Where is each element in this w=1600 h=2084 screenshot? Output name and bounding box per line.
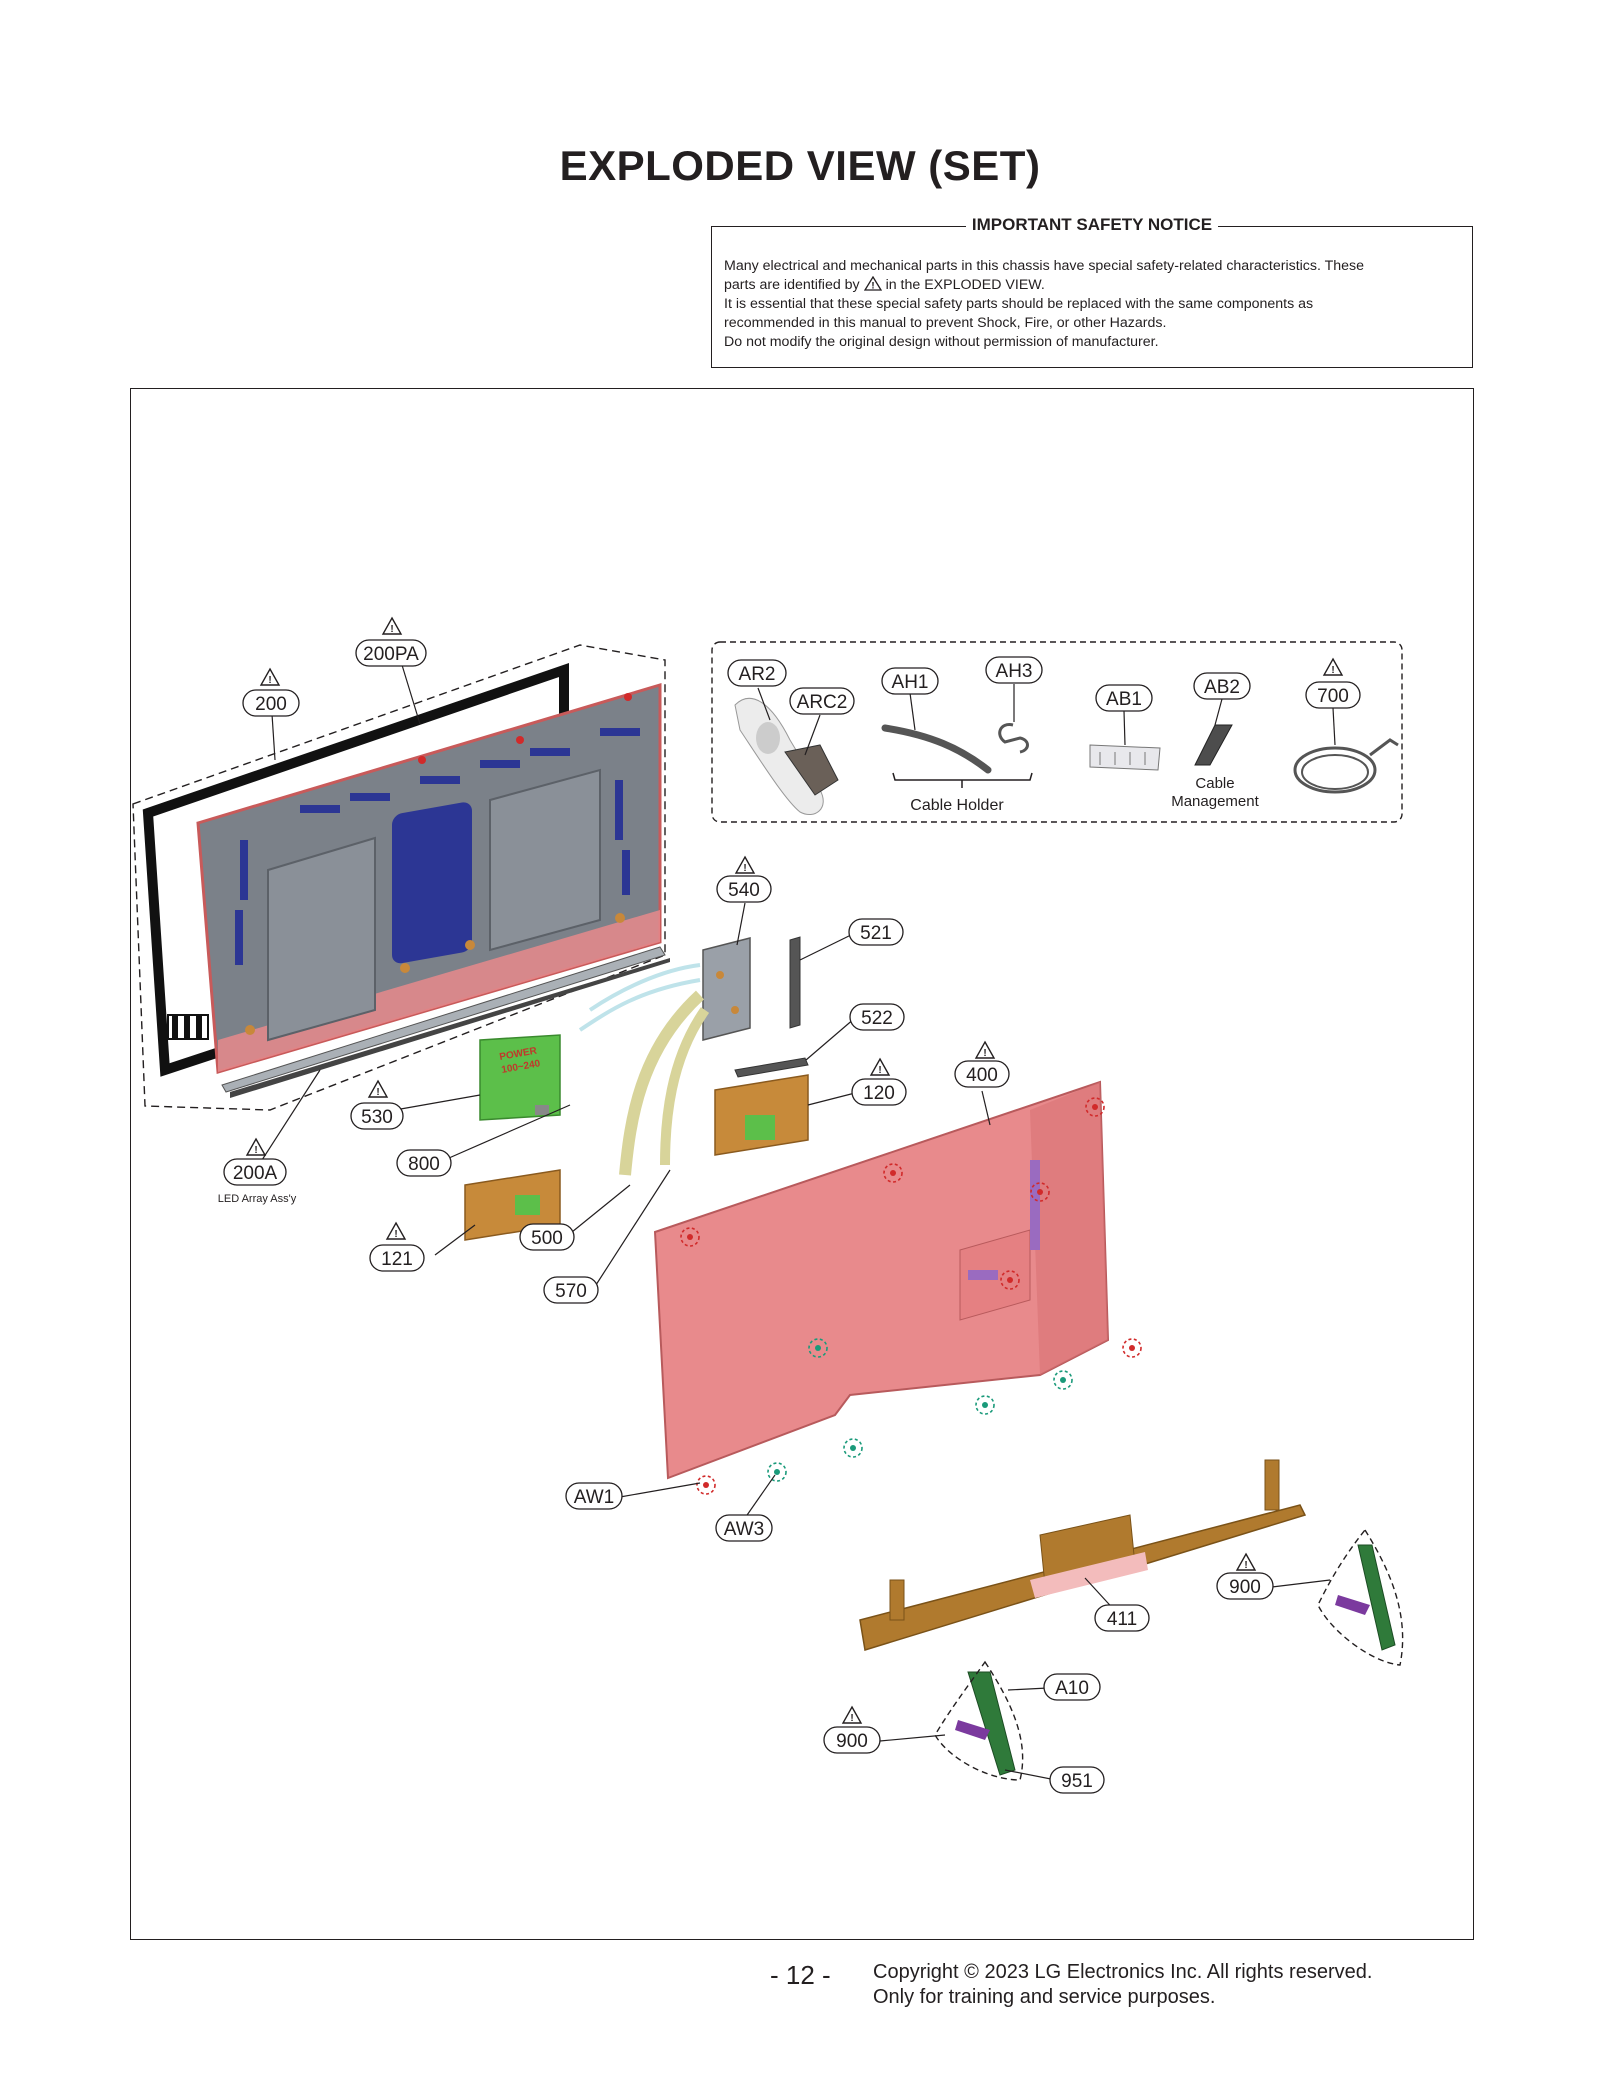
led-array-200A: [221, 946, 666, 1093]
callout-411: 411: [1107, 1609, 1137, 1630]
callout-200A: 200A: [233, 1163, 278, 1184]
remote-AR2-illustration: [734, 697, 824, 815]
caption-cable-holder: Cable Holder: [910, 797, 1004, 814]
screw-icon: [767, 1462, 787, 1482]
callout-521: 521: [860, 923, 892, 944]
callout-AH1: AH1: [892, 672, 929, 693]
exploded-view-frame: [130, 388, 1474, 1940]
cable-holder-bracket: [892, 772, 1033, 788]
callout-522: 522: [861, 1008, 893, 1029]
copyright-line: Copyright © 2023 LG Electronics Inc. All…: [873, 1961, 1373, 1983]
callout-570: 570: [555, 1281, 587, 1302]
safety-notice-body: Many electrical and mechanical parts in …: [724, 257, 1460, 352]
callout-AB2: AB2: [1204, 677, 1240, 698]
cable-570: [660, 1007, 710, 1166]
callout-ARC2: ARC2: [797, 692, 848, 713]
warning-triangle-icon: [1236, 1553, 1256, 1572]
callout-A10: A10: [1055, 1678, 1089, 1699]
stand-foot-900-right: [1317, 1528, 1404, 1666]
power-cord-700: [1293, 738, 1399, 794]
accessory-box: [711, 641, 1403, 823]
warning-triangle-icon: [382, 617, 402, 636]
cable-500: [619, 990, 705, 1176]
page-number: - 12 -: [770, 1960, 831, 1990]
display-module-outline: [132, 644, 666, 1111]
caption-cable-management-1: Cable: [1195, 775, 1234, 792]
copyright-notice: Copyright © 2023 LG Electronics Inc. All…: [873, 1960, 1372, 2010]
warning-triangle-icon: [368, 1080, 388, 1099]
stand-foot-900-left: [934, 1660, 1024, 1781]
page-title: EXPLODED VIEW (SET): [559, 142, 1041, 189]
callout-530: 530: [361, 1107, 393, 1128]
callout-120: 120: [863, 1083, 895, 1104]
notice-line: It is essential that these special safet…: [724, 296, 1314, 312]
callout-AB1: AB1: [1106, 689, 1142, 710]
notice-line: parts are identified by ! in the EXPLODE…: [724, 276, 1045, 293]
warning-triangle-icon: [260, 668, 280, 687]
notice-line: Do not modify the original design withou…: [724, 334, 1159, 350]
warning-triangle-icon: [870, 1058, 890, 1077]
warning-triangle-icon: [1323, 658, 1343, 677]
leader-lines: [261, 664, 1336, 1781]
warning-triangle-icon: [975, 1041, 995, 1060]
caption-cable-management-2: Management: [1171, 793, 1259, 810]
callout-AW3: AW3: [724, 1519, 764, 1540]
cable-holder-AH1: [881, 724, 992, 774]
cable-management-AB1: [1089, 744, 1161, 771]
screw-icon: [1053, 1370, 1073, 1390]
callout-540: 540: [728, 880, 760, 901]
caption-led-array: LED Array Ass'y: [218, 1193, 297, 1205]
bracket-521: [789, 936, 801, 1029]
callout-900-right: 900: [1229, 1577, 1261, 1598]
callout-200: 200: [255, 694, 287, 715]
back-cover-400: [653, 1080, 1110, 1480]
notice-line: Many electrical and mechanical parts in …: [724, 258, 1365, 274]
callout-500: 500: [531, 1228, 563, 1249]
callout-400: 400: [966, 1065, 998, 1086]
display-panel-200PA: [196, 682, 662, 1074]
main-board-540: [702, 937, 751, 1041]
callout-800: 800: [408, 1154, 440, 1175]
bracket-522: [734, 1057, 809, 1078]
screw-icon: [696, 1475, 716, 1495]
callout-121: 121: [381, 1249, 413, 1270]
board-120: [714, 1074, 809, 1156]
cable-holder-AH3: [998, 723, 1029, 754]
notice-line: recommended in this manual to prevent Sh…: [724, 315, 1167, 331]
warning-triangle-icon: [246, 1138, 266, 1157]
callout-900-left: 900: [836, 1731, 868, 1752]
safety-notice-heading: IMPORTANT SAFETY NOTICE: [965, 215, 1219, 234]
copyright-line: Only for training and service purposes.: [873, 1986, 1216, 2008]
callout-AW1: AW1: [574, 1487, 614, 1508]
screw-icon: [843, 1438, 863, 1458]
warning-triangle-icon: [842, 1706, 862, 1725]
svg-text:!: !: [871, 281, 874, 291]
cable-management-AB2: [1194, 724, 1233, 766]
stand-bracket-411: [859, 1459, 1307, 1651]
callout-AR2: AR2: [739, 664, 776, 685]
warning-triangle-icon: !: [863, 276, 882, 291]
safety-notice-box: IMPORTANT SAFETY NOTICE Many electrical …: [711, 215, 1473, 368]
warning-triangle-icon: [735, 856, 755, 875]
callout-200PA: 200PA: [363, 644, 419, 665]
callout-951: 951: [1061, 1771, 1093, 1792]
power-board-530: POWER 100~240: [479, 1034, 561, 1121]
screw-icon: [1122, 1338, 1142, 1358]
callout-700: 700: [1317, 686, 1349, 707]
warning-triangle-icon: [386, 1222, 406, 1241]
screw-icon: [975, 1395, 995, 1415]
callout-AH3: AH3: [996, 661, 1033, 682]
